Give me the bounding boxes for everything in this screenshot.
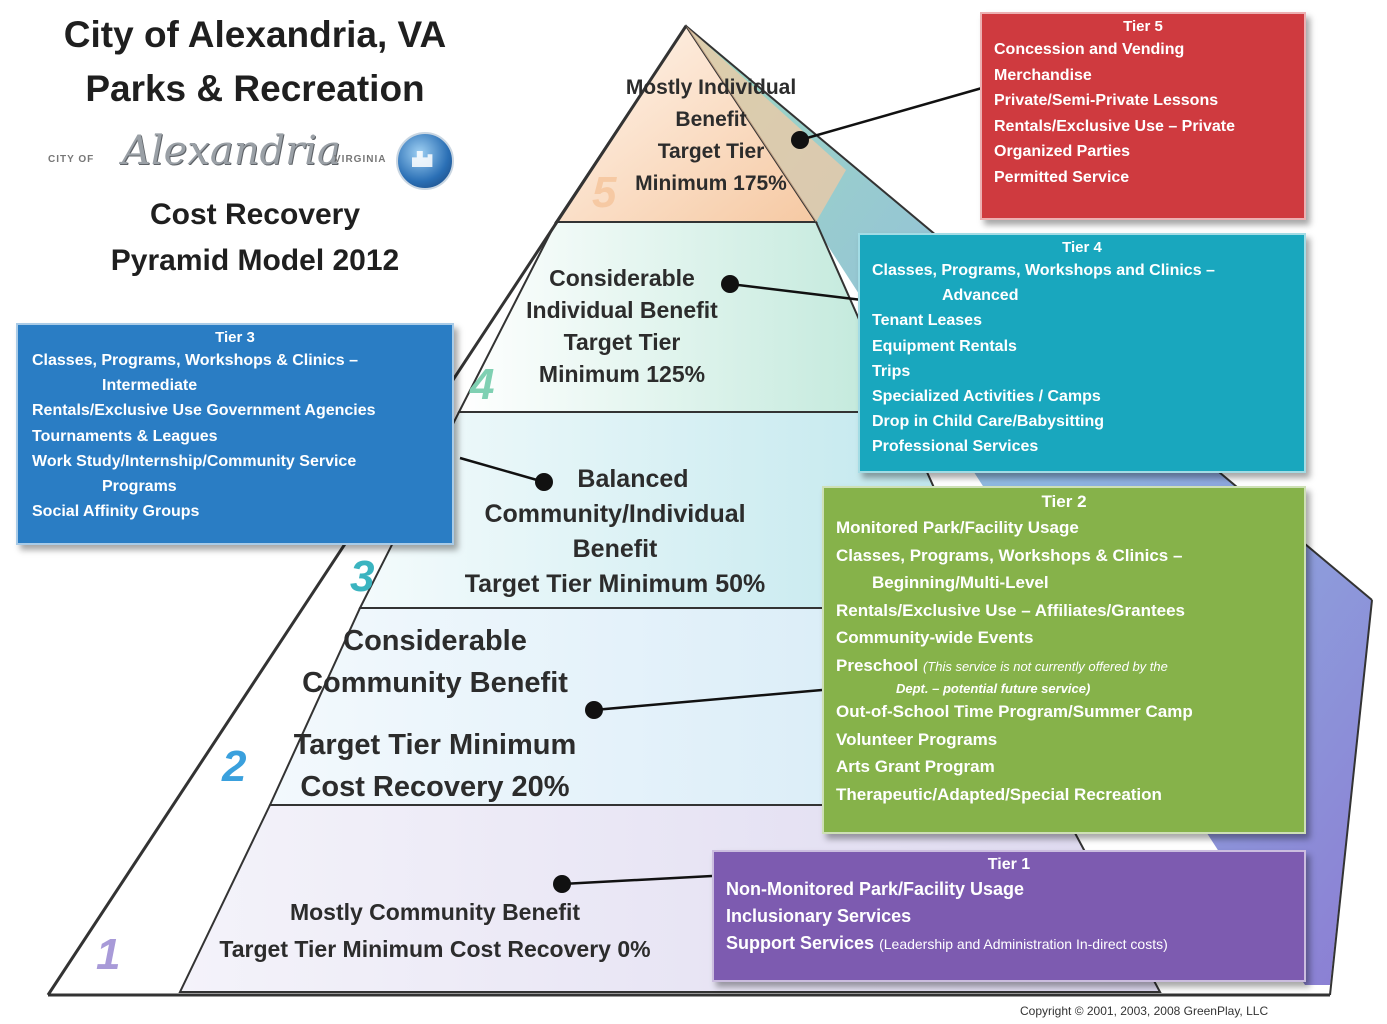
tier-4-item: Classes, Programs, Workshops and Clinics…: [872, 262, 1215, 279]
logo-left-text: CITY OF: [48, 154, 95, 165]
level-2-line: Cost Recovery 20%: [300, 771, 570, 803]
tier-2-item: Arts Grant Program: [836, 757, 995, 776]
level-3-number: 3: [350, 552, 375, 601]
tier-4-item: Trips: [872, 362, 911, 380]
city-logo: CITY OF Alexandria VIRGINIA: [44, 126, 454, 194]
tier-1-item: Inclusionary Services: [726, 906, 912, 926]
tier-3-item: Programs: [102, 478, 177, 496]
tier-2-heading: Tier 2: [1041, 492, 1087, 511]
level-4-number: 4: [470, 360, 495, 409]
preschool-note-2: Dept. – potential future service): [896, 681, 1091, 696]
level-2-number: 2: [222, 742, 247, 791]
tier-3-item: Tournaments & Leagues: [32, 427, 218, 445]
tier-2-item: Volunteer Programs: [836, 729, 998, 749]
pyramid-back-edge: [1329, 599, 1373, 996]
level-1-number: 1: [96, 930, 121, 979]
tier-3-heading: Tier 3: [215, 329, 255, 346]
level-3-line: Community/Individual: [484, 500, 746, 528]
tier-3-item: Social Affinity Groups: [32, 503, 200, 521]
tier-4-item: Professional Services: [872, 438, 1039, 456]
tier-4-item: Specialized Activities / Camps: [872, 388, 1101, 406]
tier-5-item: Merchandise: [994, 66, 1092, 84]
level-4-line: Individual Benefit: [526, 297, 718, 323]
title-line-2: Parks & Recreation: [85, 68, 425, 109]
tier-2-item: Therapeutic/Adapted/Special Recreation: [836, 784, 1162, 804]
tier-5-item: Permitted Service: [994, 168, 1130, 186]
connector-tier5: [799, 86, 983, 142]
city-seal-icon: [396, 132, 454, 190]
level-1-text: Mostly Community Benefit Target Tier Min…: [170, 894, 700, 968]
level-2-line: Considerable: [343, 625, 527, 657]
preschool-note: (This service is not currently offered b…: [922, 658, 1168, 674]
tier-1-heading: Tier 1: [987, 856, 1031, 873]
tier-2-item: Preschool: [836, 655, 919, 675]
logo-right-text: VIRGINIA: [334, 154, 387, 165]
subtitle-line-1: Cost Recovery: [149, 198, 361, 231]
level-4-text: Considerable Individual Benefit Target T…: [500, 262, 744, 390]
level-5-line: Target Tier: [657, 140, 765, 163]
connector-tier1: [561, 874, 713, 886]
connector-dot-tier3: [535, 473, 553, 491]
support-note: (Leadership and Administration In-direct…: [879, 936, 1168, 952]
tier-3-item: Classes, Programs, Workshops & Clinics –: [32, 352, 359, 369]
level-5-line: Mostly Individual: [625, 76, 797, 99]
tier-2-item: Classes, Programs, Workshops & Clinics –: [836, 545, 1183, 565]
level-3-line: Target Tier Minimum 50%: [464, 570, 766, 598]
tier-3-item: Rentals/Exclusive Use Government Agencie…: [32, 402, 376, 420]
tier-2-box: Tier 2 Monitored Park/Facility Usage Cla…: [822, 486, 1306, 834]
tier-4-heading: Tier 4: [1062, 239, 1102, 256]
level-5-line: Minimum 175%: [635, 172, 787, 195]
level-2-line: Target Tier Minimum: [293, 729, 577, 761]
tier-1-box: Tier 1 Non-Monitored Park/Facility Usage…: [712, 850, 1306, 982]
tier-2-item: Community-wide Events: [836, 628, 1034, 647]
tier-1-item: Non-Monitored Park/Facility Usage: [726, 879, 1025, 899]
tier-4-item: Advanced: [942, 287, 1019, 305]
tier-5-item: Private/Semi-Private Lessons: [994, 92, 1219, 109]
tier-2-item: Beginning/Multi-Level: [872, 573, 1049, 592]
tier-4-item: Drop in Child Care/Babysitting: [872, 413, 1105, 431]
tier-4-item: Tenant Leases: [872, 312, 982, 330]
connector-tier3: [459, 456, 545, 484]
subtitle-line-2: Pyramid Model 2012: [110, 244, 400, 277]
level-4-line: Considerable: [549, 265, 695, 291]
tier-3-item: Intermediate: [102, 377, 198, 395]
level-4-line: Minimum 125%: [538, 361, 706, 387]
tier-2-item: Out-of-School Time Program/Summer Camp: [836, 702, 1193, 721]
tier-3-item: Work Study/Internship/Community Service: [32, 452, 357, 470]
connector-dot-tier2: [585, 701, 603, 719]
level-1-line: Target Tier Minimum Cost Recovery 0%: [219, 936, 651, 962]
level-2-text: Considerable Community Benefit Target Ti…: [260, 620, 610, 808]
level-5-number: 5: [592, 168, 617, 217]
tier-4-box: Tier 4 Classes, Programs, Workshops and …: [858, 233, 1306, 473]
connector-dot-tier5: [791, 131, 809, 149]
level-2-line: Community Benefit: [302, 667, 568, 699]
level-3-line: Balanced: [577, 465, 689, 493]
tier-1-item-support: Support Services (Leadership and Adminis…: [726, 930, 1296, 958]
tier-2-item: Rentals/Exclusive Use – Affiliates/Grant…: [836, 600, 1185, 620]
connector-dot-tier1: [553, 875, 571, 893]
tier-5-item: Rentals/Exclusive Use – Private: [994, 117, 1236, 135]
tier-1-item: Support Services: [726, 933, 875, 953]
level-3-text: Balanced Community/Individual Benefit Ta…: [450, 462, 780, 602]
tier-4-item: Equipment Rentals: [872, 337, 1017, 355]
connector-tier4: [729, 282, 863, 302]
level-5-text: Mostly Individual Benefit Target Tier Mi…: [600, 72, 822, 200]
tier-5-item: Concession and Vending: [994, 41, 1185, 58]
tier-5-box: Tier 5 Concession and Vending Merchandis…: [980, 12, 1306, 220]
level-1-line: Mostly Community Benefit: [289, 899, 581, 925]
copyright-text: Copyright © 2001, 2003, 2008 GreenPlay, …: [1020, 1004, 1269, 1018]
level-3-line: Benefit: [572, 535, 658, 563]
tier-2-item-preschool: Preschool (This service is not currently…: [836, 652, 1296, 681]
tier-2-item: Monitored Park/Facility Usage: [836, 518, 1079, 537]
title-line-1: City of Alexandria, VA: [63, 14, 447, 55]
tier-5-heading: Tier 5: [1123, 18, 1163, 35]
tier-3-box: Tier 3 Classes, Programs, Workshops & Cl…: [16, 323, 454, 545]
logo-script-text: Alexandria: [122, 128, 341, 174]
level-4-line: Target Tier: [563, 329, 681, 355]
tier-5-item: Organized Parties: [994, 143, 1131, 160]
connector-tier2: [593, 688, 823, 712]
level-5-line: Benefit: [675, 108, 747, 131]
connector-dot-tier4: [721, 275, 739, 293]
pyramid-level-5-side: [686, 26, 846, 222]
